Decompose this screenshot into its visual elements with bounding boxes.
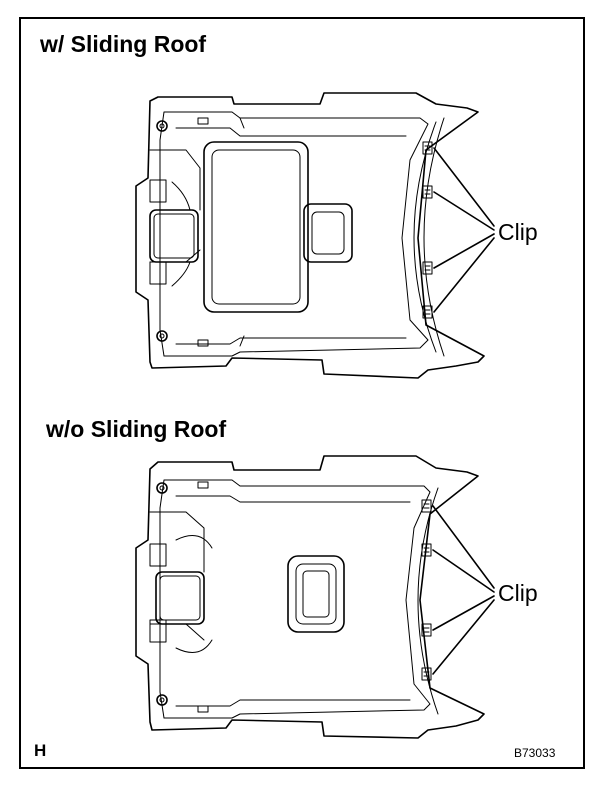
section-title-without-sliding-roof: w/o Sliding Roof bbox=[46, 416, 227, 442]
headliner-with-sliding-roof bbox=[135, 92, 495, 379]
clip-marker bbox=[421, 667, 432, 681]
dome-light bbox=[287, 555, 345, 633]
clip-callout-label: Clip bbox=[498, 580, 538, 606]
headliner-without-sliding-roof bbox=[135, 455, 495, 739]
clip-marker bbox=[422, 261, 433, 275]
figure-code: B73033 bbox=[514, 746, 556, 760]
rear-console bbox=[149, 209, 199, 263]
clip-marker bbox=[422, 141, 433, 155]
clip-marker bbox=[421, 499, 432, 513]
clip-marker bbox=[421, 623, 432, 637]
clip-marker bbox=[421, 543, 432, 557]
clip-marker bbox=[422, 305, 433, 319]
clip-marker bbox=[422, 185, 433, 199]
section-title-with-sliding-roof: w/ Sliding Roof bbox=[40, 31, 207, 57]
figure-frame bbox=[19, 17, 585, 769]
corner-letter: H bbox=[34, 741, 47, 760]
rear-console bbox=[155, 571, 205, 625]
clip-callout-label: Clip bbox=[498, 219, 538, 245]
dome-light bbox=[303, 203, 353, 263]
sunroof-opening bbox=[203, 141, 309, 313]
